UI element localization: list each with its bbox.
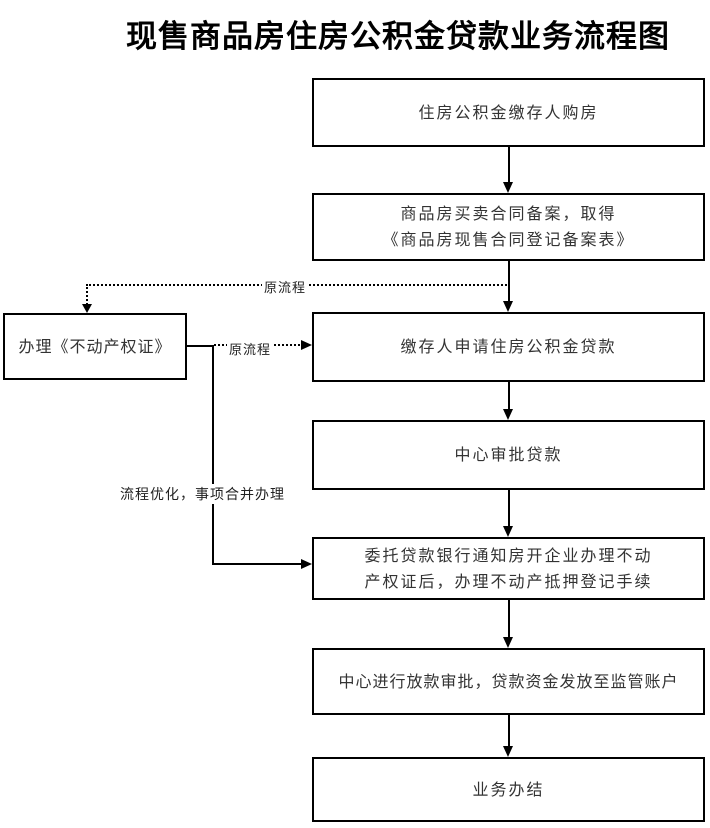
down-arrow-icon — [503, 746, 513, 757]
flow-step-6-label: 中心进行放款审批，贷款资金发放至监管账户 — [338, 671, 679, 691]
down-arrow-icon — [503, 526, 513, 537]
flow-step-2-box: 商品房买卖合同备案，取得 《商品房现售合同登记备案表》 — [312, 193, 705, 261]
side-box-stub-line — [186, 345, 214, 347]
side-step-property-cert-label: 办理《不动产权证》 — [18, 336, 172, 356]
flow-step-7-box: 业务办结 — [312, 757, 705, 822]
connector-line-1 — [508, 147, 510, 184]
optimized-flow-line-v — [212, 345, 214, 565]
flow-step-1-label: 住房公积金缴存人购房 — [418, 102, 599, 122]
flow-step-5-label: 委托贷款银行通知房开企业办理不动 产权证后，办理不动产抵押登记手续 — [364, 545, 653, 591]
right-arrow-icon — [301, 559, 312, 569]
connector-line-6 — [508, 715, 510, 748]
flow-step-4-box: 中心审批贷款 — [312, 420, 705, 490]
flow-step-6-box: 中心进行放款审批，贷款资金发放至监管账户 — [312, 648, 705, 715]
side-step-property-cert-box: 办理《不动产权证》 — [3, 313, 187, 380]
down-arrow-icon — [503, 182, 513, 193]
down-arrow-icon — [82, 304, 92, 313]
optimized-flow-line-h — [212, 563, 302, 565]
connector-line-4 — [508, 490, 510, 528]
label-original-flow-mid: 原流程 — [227, 339, 274, 358]
connector-line-5 — [508, 600, 510, 639]
flow-step-4-label: 中心审批贷款 — [454, 445, 563, 465]
connector-line-3 — [508, 382, 510, 411]
down-arrow-icon — [503, 637, 513, 648]
connector-line-2 — [508, 261, 510, 303]
down-arrow-icon — [503, 409, 513, 420]
right-arrow-icon — [301, 340, 312, 350]
original-flow-dotted-line-v — [86, 284, 88, 305]
label-original-flow-top: 原流程 — [262, 277, 309, 296]
page-title: 现售商品房住房公积金贷款业务流程图 — [126, 19, 670, 54]
label-optimized-flow: 流程优化，事项合并办理 — [118, 484, 287, 504]
flow-step-5-box: 委托贷款银行通知房开企业办理不动 产权证后，办理不动产抵押登记手续 — [312, 537, 705, 600]
flow-step-7-label: 业务办结 — [472, 779, 545, 799]
flow-step-1-box: 住房公积金缴存人购房 — [312, 78, 705, 147]
flow-step-3-box: 缴存人申请住房公积金贷款 — [312, 312, 705, 382]
flow-step-3-label: 缴存人申请住房公积金贷款 — [400, 337, 617, 357]
flow-step-2-label: 商品房买卖合同备案，取得 《商品房现售合同登记备案表》 — [382, 204, 635, 249]
down-arrow-icon — [503, 301, 513, 312]
